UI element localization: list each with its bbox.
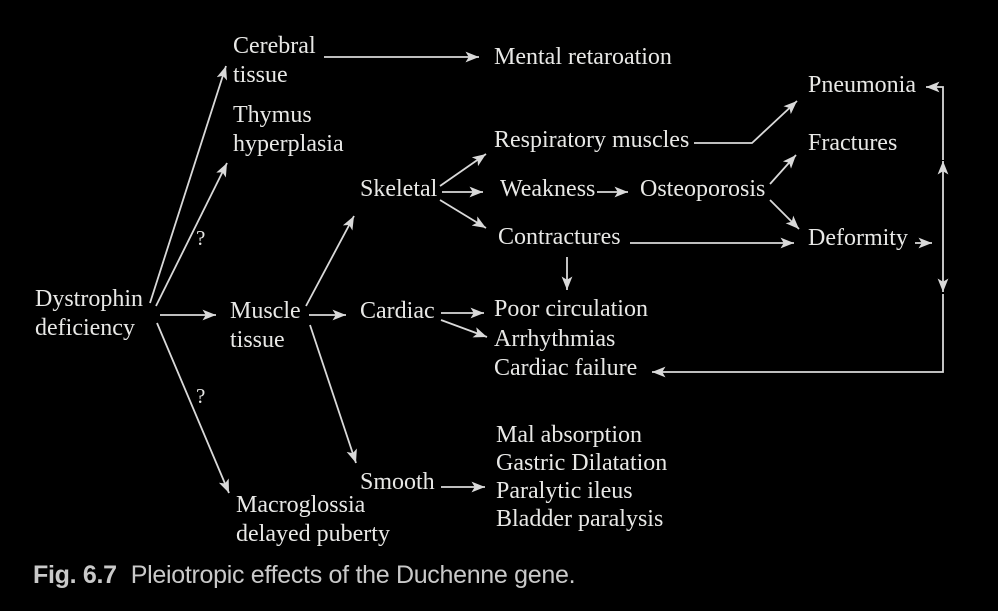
node-fractures: Fractures	[808, 130, 898, 156]
edge-dystrophin-cerebral-arrow	[149, 65, 228, 304]
node-respiratory-muscles: Respiratory muscles	[494, 127, 690, 153]
edge-skeletal-contractures-arrow	[439, 199, 487, 229]
question-mark-upper: ?	[196, 226, 206, 250]
node-weakness: Weakness	[500, 176, 596, 202]
node-contractures: Contractures	[498, 224, 621, 250]
edge-dystrophin-macroglossia-arrow	[156, 322, 230, 494]
node-pneumonia: Pneumonia	[808, 72, 916, 98]
figure-caption: Fig. 6.7 Pleiotropic effects of the Duche…	[33, 561, 576, 590]
node-osteoporosis: Osteoporosis	[640, 176, 766, 202]
node-dystrophin-deficiency: Dystrophin deficiency	[35, 286, 143, 341]
node-macroglossia-delayed-puberty: Macroglossia delayed puberty	[236, 492, 390, 547]
node-cardiac: Cardiac	[360, 298, 435, 324]
node-deformity: Deformity	[808, 225, 908, 251]
node-mental-retardation: Mental retaroation	[494, 44, 672, 70]
figure-caption-text: Pleiotropic effects of the Duchenne gene…	[130, 561, 576, 589]
node-cardiac-failure: Cardiac failure	[494, 355, 638, 381]
edge-respiratory-pneumonia-arrow	[694, 100, 798, 144]
node-smooth-effects: Mal absorption Gastric Dilatation Paraly…	[496, 422, 668, 532]
edge-bus-cardiac-failure-arrow	[652, 294, 944, 378]
node-poor-circulation: Poor circulation	[494, 296, 648, 322]
node-cerebral-tissue: Cerebral tissue	[233, 33, 316, 88]
edge-cardiac-arrhythmias-arrow	[440, 319, 488, 338]
edge-skeletal-respiratory-arrow	[439, 153, 487, 187]
edge-muscle-skeletal-arrow	[305, 215, 355, 307]
node-skeletal: Skeletal	[360, 176, 438, 202]
edge-dystrophin-thymus-arrow	[155, 162, 228, 307]
node-arrhythmias: Arrhythmias	[494, 326, 616, 352]
node-thymus-hyperplasia: Thymus hyperplasia	[233, 102, 344, 157]
question-mark-lower: ?	[196, 384, 206, 408]
figure-number: Fig. 6.7	[33, 561, 117, 589]
node-smooth: Smooth	[360, 469, 435, 495]
edge-bus-pneumonia-arrow	[926, 81, 944, 160]
edge-osteoporosis-deformity-arrow	[769, 199, 800, 230]
edge-muscle-smooth-arrow	[309, 324, 357, 464]
node-muscle-tissue: Muscle tissue	[230, 298, 301, 353]
edge-osteoporosis-fractures-arrow	[769, 154, 797, 185]
